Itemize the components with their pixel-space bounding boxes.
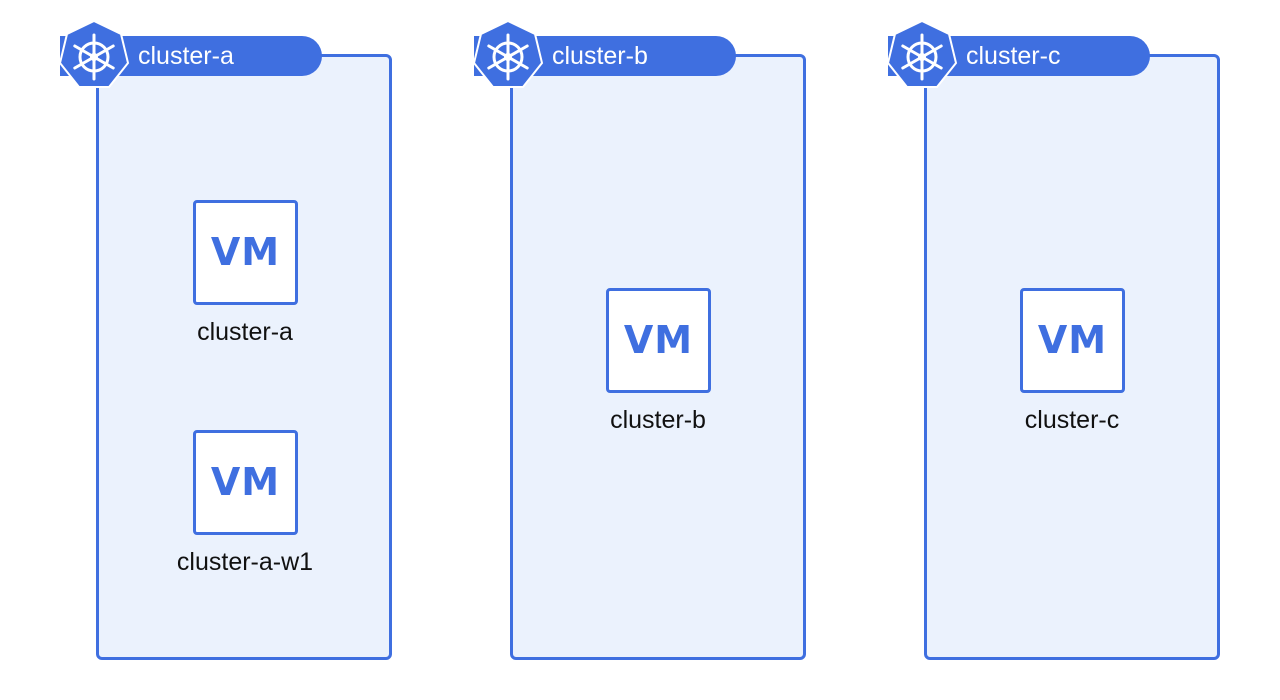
kubernetes-wheel-icon (58, 19, 130, 88)
cluster-a-group: cluster-a VM cluster-a VM cluster-a-w1 (58, 0, 420, 700)
cluster-c-group: cluster-c VM cluster-c (886, 0, 1248, 700)
vm-label: cluster-a (197, 318, 293, 346)
cluster-container (96, 54, 392, 660)
kubernetes-wheel-icon (472, 19, 544, 88)
vm-label: cluster-b (610, 406, 706, 434)
vm-label: cluster-c (1024, 406, 1120, 434)
cluster-b-group: cluster-b VM cluster-b (472, 0, 834, 700)
vm-icon: VM (193, 430, 298, 535)
vm-icon: VM (1020, 288, 1125, 393)
vm-label: cluster-a-w1 (176, 548, 314, 576)
kubernetes-wheel-icon (886, 19, 958, 88)
vm-icon: VM (606, 288, 711, 393)
vm-icon: VM (193, 200, 298, 305)
